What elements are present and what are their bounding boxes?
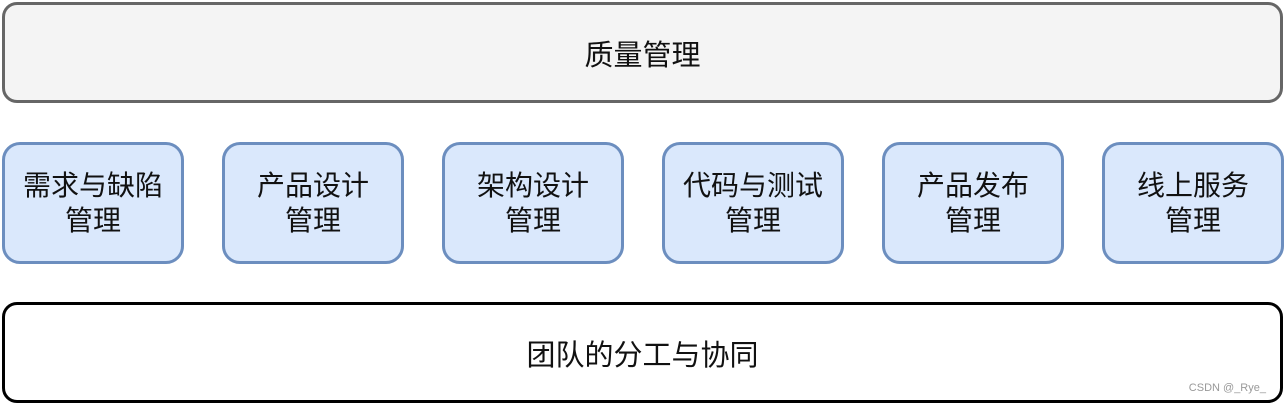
module-label-line2: 管理 bbox=[1164, 204, 1221, 237]
module-label-line1: 代码与测试 bbox=[682, 169, 823, 202]
module-label-line1: 产品设计 bbox=[256, 169, 369, 202]
module-label-line2: 管理 bbox=[284, 204, 341, 237]
module-label-line2: 管理 bbox=[504, 204, 561, 237]
module-code-testing: 代码与测试 管理 bbox=[662, 142, 844, 264]
module-product-release: 产品发布 管理 bbox=[882, 142, 1064, 264]
module-product-design: 产品设计 管理 bbox=[222, 142, 404, 264]
quality-management-box: 质量管理 bbox=[2, 2, 1283, 103]
team-collaboration-box: 团队的分工与协同 bbox=[2, 302, 1283, 403]
module-label-line2: 管理 bbox=[64, 204, 121, 237]
team-collaboration-label: 团队的分工与协同 bbox=[526, 337, 759, 372]
module-label-line1: 架构设计 bbox=[476, 169, 589, 202]
quality-management-label: 质量管理 bbox=[584, 37, 701, 72]
module-label-line1: 需求与缺陷 bbox=[22, 169, 163, 202]
module-requirements-defects: 需求与缺陷 管理 bbox=[2, 142, 184, 264]
module-label-line1: 产品发布 bbox=[916, 169, 1029, 202]
watermark: CSDN @_Rye_ bbox=[1188, 382, 1266, 394]
module-label-line2: 管理 bbox=[724, 204, 781, 237]
module-label-line1: 线上服务 bbox=[1136, 169, 1249, 202]
module-label-line2: 管理 bbox=[944, 204, 1001, 237]
module-online-service: 线上服务 管理 bbox=[1102, 142, 1284, 264]
module-architecture-design: 架构设计 管理 bbox=[442, 142, 624, 264]
